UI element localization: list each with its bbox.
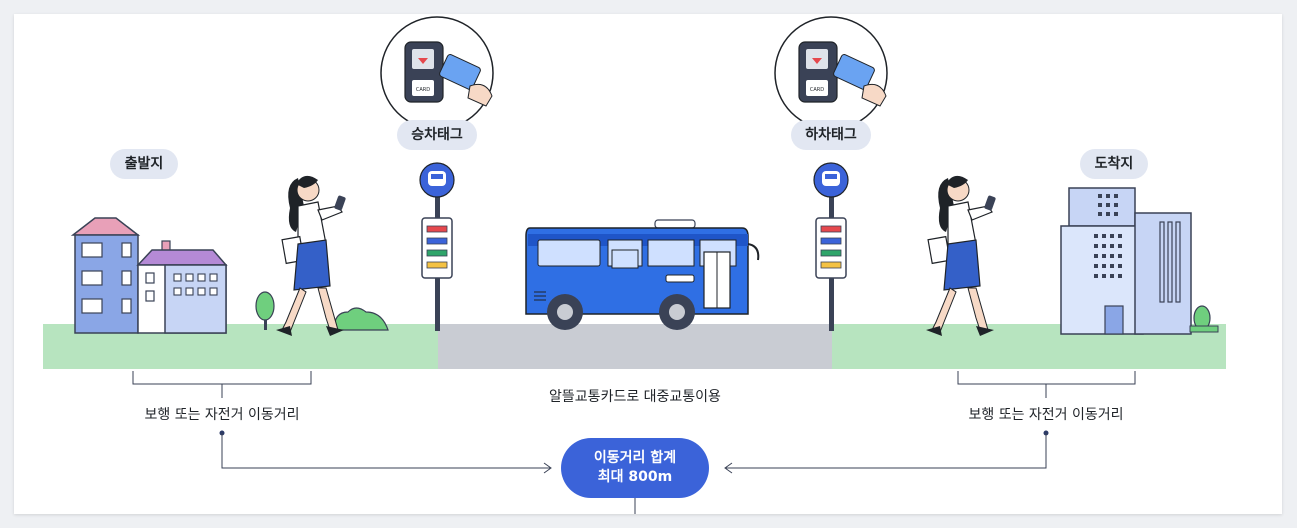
destination-label: 도착지: [1080, 149, 1148, 179]
board-tag-label: 승차태그: [397, 120, 477, 150]
origin-label: 출발지: [110, 149, 178, 179]
bus-icon: [525, 219, 760, 330]
bus-stop-right-icon: [813, 162, 849, 331]
total-distance-line2: 최대 800m: [597, 469, 673, 485]
connector-right: [724, 430, 1049, 474]
total-distance-badge: 이동거리 합계 최대 800m: [561, 438, 709, 498]
walk-right-caption: 보행 또는 자전거 이동거리: [968, 407, 1124, 423]
walking-woman-icon: [276, 175, 346, 336]
bus-stop-left-icon: [419, 162, 455, 331]
house-building-icon: [70, 217, 228, 334]
card-reader-alight-screen-text: CARD: [810, 87, 824, 93]
bush-icon: [333, 307, 389, 331]
tree-icon: [255, 291, 275, 330]
transit-caption: 알뜰교통카드로 대중교통이용: [549, 389, 721, 405]
office-building-icon: [1060, 187, 1192, 335]
tree-right-icon: [1189, 305, 1219, 333]
walk-left-caption: 보행 또는 자전거 이동거리: [144, 407, 300, 423]
card-reader-board-icon: CARD: [380, 16, 494, 130]
card-reader-board-screen-text: CARD: [416, 87, 430, 93]
card-reader-alight-icon: CARD: [774, 16, 888, 130]
road: [438, 324, 832, 369]
alight-tag-label: 하차태그: [791, 120, 871, 150]
connector-left: [219, 430, 552, 474]
bracket-left: [132, 371, 312, 398]
total-distance-line1: 이동거리 합계: [593, 450, 677, 466]
bracket-right: [957, 371, 1136, 398]
walking-woman-right-icon: [926, 175, 996, 336]
